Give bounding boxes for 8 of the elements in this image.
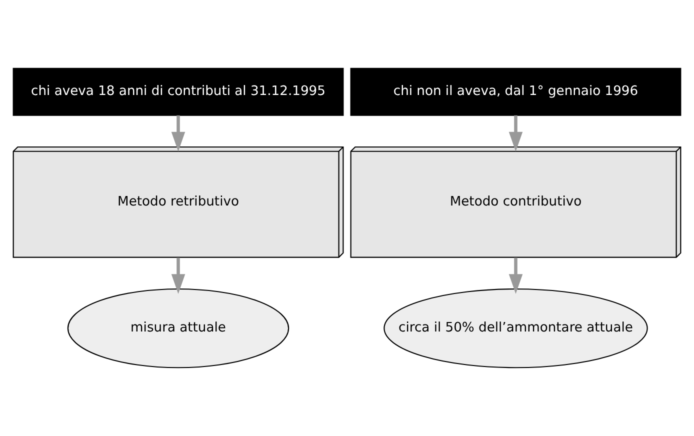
node-ellipse: misura attuale — [67, 288, 290, 368]
arrow — [508, 115, 523, 152]
arrow — [171, 115, 186, 152]
node-box: chi aveva 18 anni di contributi al 31.12.1995 — [12, 68, 344, 116]
node-box: chi non il aveva, dal 1° gennaio 1996 — [350, 68, 682, 116]
arrow — [171, 258, 186, 294]
arrow — [508, 258, 523, 294]
node-ellipse: circa il 50% dell’ammontare attuale — [384, 288, 648, 368]
